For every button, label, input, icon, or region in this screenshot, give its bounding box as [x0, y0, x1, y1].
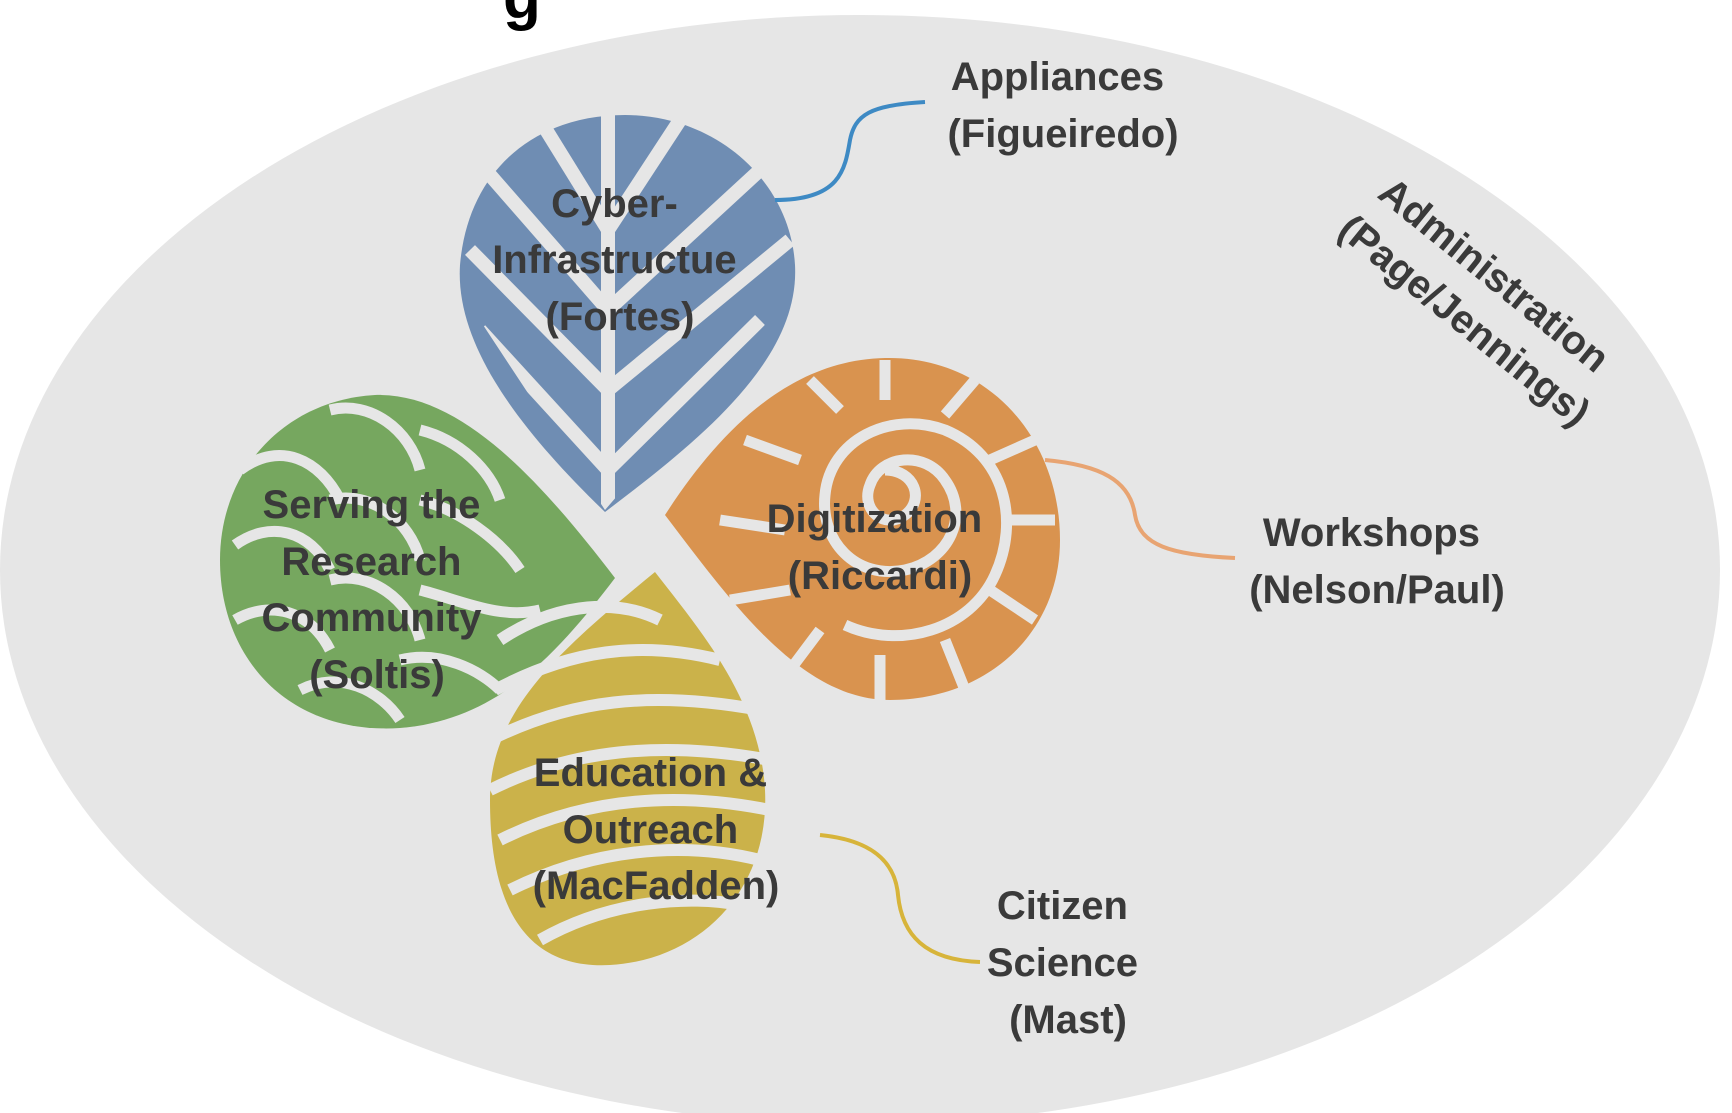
- serving-scale-pattern: [231, 402, 542, 724]
- cyber-label-line-3: (Fortes): [546, 295, 695, 339]
- education-wave-pattern: [487, 600, 772, 946]
- citizen-label: Citizen Science (Mast): [987, 884, 1149, 1042]
- education-label-line-3: (MacFadden): [533, 864, 780, 908]
- workshops-label-line-2: (Nelson/Paul): [1249, 568, 1505, 612]
- education-label: Education & Outreach (MacFadden): [533, 751, 780, 908]
- digitization-label-line-1: Digitization: [767, 497, 983, 541]
- appliances-label: Appliances (Figueiredo): [947, 55, 1178, 156]
- appliances-label-line-2: (Figueiredo): [947, 112, 1178, 156]
- digitization-petal: [665, 357, 1060, 700]
- education-label-line-2: Outreach: [563, 808, 739, 852]
- serving-label-line-3: Community: [261, 596, 482, 640]
- cyber-label: Cyber- Infrastructue (Fortes): [492, 182, 748, 339]
- cyber-label-line-2: Infrastructue: [492, 238, 737, 282]
- education-label-line-1: Education &: [534, 751, 767, 795]
- cyber-petal: [459, 115, 796, 512]
- citizen-label-line-2: Science: [987, 941, 1138, 985]
- digitization-label: Digitization (Riccardi): [767, 497, 994, 598]
- citizen-label-line-3: (Mast): [1009, 998, 1127, 1042]
- appliances-connector: [774, 100, 926, 202]
- serving-label-line-1: Serving the: [263, 483, 481, 527]
- citizen-label-line-1: Citizen: [997, 884, 1128, 928]
- education-petal: [487, 572, 772, 966]
- title-fragment: g: [503, 0, 541, 32]
- workshops-connector: [1044, 458, 1236, 560]
- serving-label: Serving the Research Community (Soltis): [261, 483, 492, 697]
- citizen-connector: [819, 833, 981, 964]
- digitization-label-line-2: (Riccardi): [788, 554, 973, 598]
- workshops-label: Workshops (Nelson/Paul): [1249, 511, 1505, 612]
- workshops-label-line-1: Workshops: [1263, 511, 1480, 555]
- appliances-label-line-1: Appliances: [951, 55, 1164, 99]
- serving-label-line-2: Research: [281, 540, 461, 584]
- serving-petal: [220, 394, 615, 729]
- digitization-spiral-pattern: [719, 360, 1055, 700]
- cyber-label-line-1: Cyber-: [551, 182, 678, 226]
- serving-label-line-4: (Soltis): [309, 653, 445, 697]
